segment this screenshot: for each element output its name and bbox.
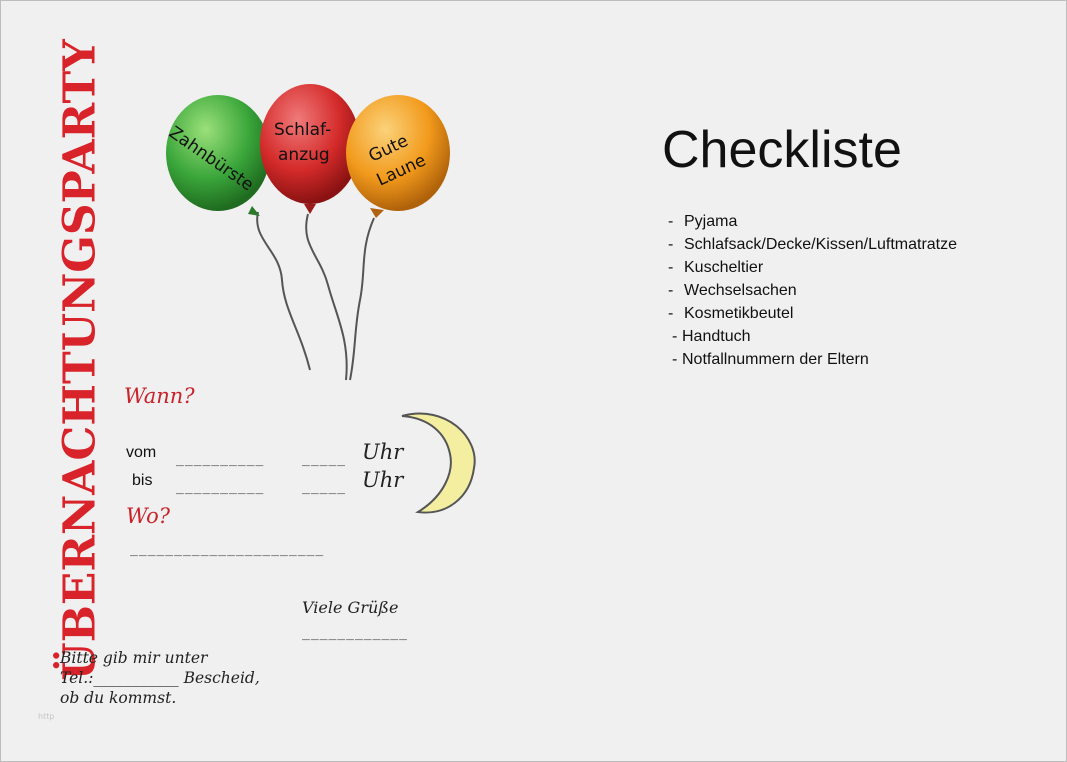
where-heading: Wo? bbox=[126, 504, 171, 528]
checklist-title: Checkliste bbox=[662, 121, 902, 179]
party-title: ÜBERNACHTUNGSPARTY bbox=[54, 39, 106, 681]
balloon-string bbox=[305, 213, 348, 381]
greetings: Viele Grüße bbox=[302, 598, 399, 617]
to-time-unit: Uhr bbox=[362, 468, 404, 492]
list-item-label: Kuscheltier bbox=[684, 259, 764, 276]
bullet-dash: - bbox=[668, 236, 674, 253]
from-time-blank: _____ bbox=[302, 452, 347, 467]
reply-line: Tel.:___________ Bescheid, bbox=[60, 669, 260, 687]
to-date-blank: __________ bbox=[176, 480, 265, 495]
list-item: -Pyjama bbox=[668, 210, 957, 233]
list-item-label: Wechselsachen bbox=[684, 282, 797, 299]
reply-line: ob du kommst. bbox=[60, 689, 177, 707]
bullet-dash: - bbox=[672, 351, 678, 368]
balloon-knot bbox=[304, 204, 316, 214]
moon-icon bbox=[401, 412, 476, 514]
bullet-dash: - bbox=[668, 305, 674, 322]
where-blank: ______________________ bbox=[130, 542, 325, 557]
list-item-label: Pyjama bbox=[684, 213, 738, 230]
balloon-string bbox=[256, 211, 311, 371]
bullet-dash: - bbox=[668, 282, 674, 299]
to-label: bis bbox=[132, 472, 153, 489]
list-item: -Handtuch bbox=[668, 325, 957, 348]
bullet-dash: - bbox=[668, 259, 674, 276]
reply-note: Bitte gib mir unter Tel.:___________ Bes… bbox=[60, 648, 260, 708]
list-item-label: Schlafsack/Decke/Kissen/Luftmatratze bbox=[684, 236, 958, 253]
list-item-label: Notfallnummern der Eltern bbox=[682, 351, 869, 368]
balloons-illustration: Zahnbürste Schlaf- anzug Gute Laune bbox=[160, 80, 470, 390]
orange-balloon bbox=[346, 95, 450, 211]
bullet-dash: - bbox=[672, 328, 678, 345]
list-item: -Notfallnummern der Eltern bbox=[668, 348, 957, 371]
balloon-label-schlaf: Schlaf- bbox=[274, 120, 331, 140]
list-item-label: Kosmetikbeutel bbox=[684, 305, 794, 322]
from-label: vom bbox=[126, 444, 157, 461]
red-balloon bbox=[260, 84, 360, 204]
when-heading: Wann? bbox=[124, 384, 195, 408]
green-balloon bbox=[166, 95, 270, 211]
balloon-string bbox=[349, 217, 375, 381]
from-date-blank: __________ bbox=[176, 452, 265, 467]
from-time-unit: Uhr bbox=[362, 440, 404, 464]
list-item: -Schlafsack/Decke/Kissen/Luftmatratze bbox=[668, 233, 957, 256]
reply-line: Bitte gib mir unter bbox=[60, 649, 208, 667]
list-item: -Wechselsachen bbox=[668, 279, 957, 302]
checklist: -Pyjama -Schlafsack/Decke/Kissen/Luftmat… bbox=[668, 210, 957, 371]
watermark: http bbox=[38, 712, 55, 721]
list-item: -Kuscheltier bbox=[668, 256, 957, 279]
list-item: -Kosmetikbeutel bbox=[668, 302, 957, 325]
balloons-svg: Zahnbürste Schlaf- anzug Gute Laune bbox=[165, 84, 450, 381]
balloon-knot bbox=[370, 208, 384, 218]
to-time-blank: _____ bbox=[302, 480, 347, 495]
bullet-dash: - bbox=[668, 213, 674, 230]
list-item-label: Handtuch bbox=[682, 328, 751, 345]
balloon-label-anzug: anzug bbox=[278, 145, 330, 165]
greetings-blank: ____________ bbox=[302, 626, 408, 641]
balloon-knot bbox=[248, 206, 260, 216]
